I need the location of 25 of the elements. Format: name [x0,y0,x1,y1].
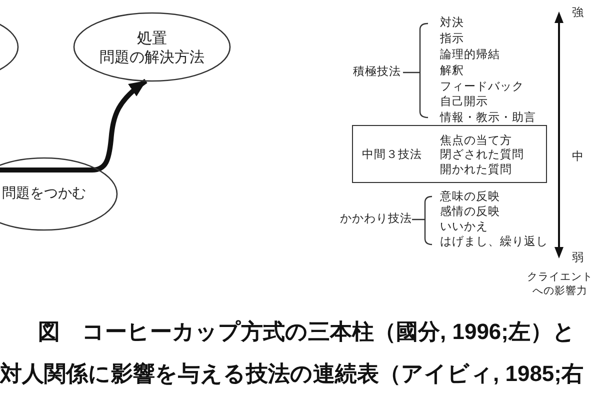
list-item: 指示 [440,32,464,46]
group-label: かかわり技法 [340,212,412,226]
list-item: 焦点の当て方 [440,134,512,148]
node-label: 問題の解決方法 [100,48,204,66]
list-item: 情報・教示・助言 [440,110,536,124]
list-item: 意味の反映 [440,190,500,204]
node-label: 問題をつかむ [2,186,86,202]
scale-label: 弱 [572,251,584,265]
list-item: はげまし、繰り返し [440,235,548,249]
group-label: 積極技法 [353,65,401,79]
list-item: 感情の反映 [440,205,500,219]
node-title: 処置 [137,28,167,46]
list-item: 対決 [440,16,464,30]
group-box [352,125,547,183]
list-item: 開かれた質問 [440,162,512,177]
scale-label: 中 [572,150,584,164]
list-item: 解釈 [440,64,464,78]
list-item: 閉ざされた質問 [440,148,524,162]
axis-title: クライエントへの影響力 [527,270,593,298]
list-item: 自己開示 [440,95,488,109]
list-item: 論理的帰結 [440,48,500,62]
scale-label: 強 [572,6,584,20]
group-label: 中間３技法 [362,148,422,162]
list-item: いいかえ [440,220,488,234]
list-item: フィードバック [440,80,524,94]
